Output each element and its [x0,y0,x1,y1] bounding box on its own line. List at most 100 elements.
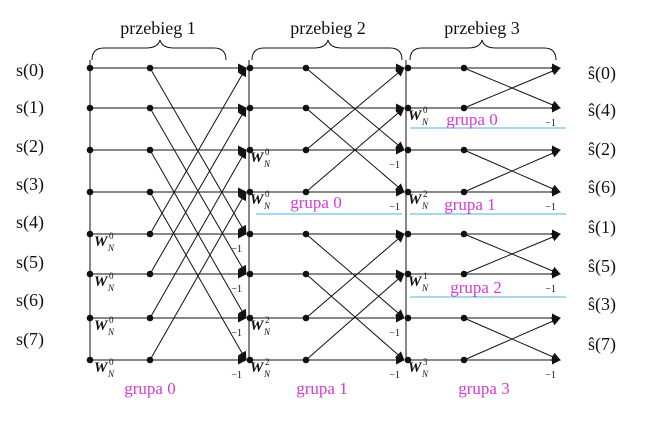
output-label-2: ŝ(2) [588,139,616,160]
group-label-stage3-0: grupa 0 [446,110,497,129]
node-s1-mid-7 [146,356,154,364]
node-s2-mid-7 [302,356,310,364]
twiddle-s3-0-sub: N [421,117,429,127]
input-label-6: s(6) [16,290,44,311]
minus-one-s2-7: −1 [389,370,400,381]
twiddle-s1-1-exponent: 0 [109,271,114,281]
node-s1-mid-0 [146,64,154,72]
node-s2-in-5 [246,270,254,278]
node-s2-mid-4 [302,230,310,238]
twiddle-s1-3-sub: N [107,369,115,379]
node-s2-mid-2 [302,146,310,154]
edge-s1-cross-4-0 [149,67,247,235]
butterfly-nodes [86,64,468,364]
twiddle-s3-3-base: W [408,360,423,376]
output-label-1: ŝ(4) [588,100,616,121]
node-s1-in-2 [86,146,94,154]
node-s2-mid-5 [302,270,310,278]
twiddle-s2-1-base: W [250,192,265,208]
group-label-stage2-bottom: grupa 1 [296,379,347,398]
output-label-7: ŝ(7) [588,334,616,355]
twiddle-s3-2-base: W [408,274,423,290]
node-s1-in-6 [86,314,94,322]
node-s2-mid-6 [302,314,310,322]
output-labels: ŝ(0) ŝ(4) ŝ(2) ŝ(6) ŝ(1) ŝ(5) ŝ(3) ŝ(7) [588,63,616,355]
twiddle-s1-3-base: W [94,360,109,376]
group-labels: grupa 0 grupa 0 grupa 1 grupa 0 grupa 1 … [124,110,509,398]
node-s3-mid-3 [460,188,468,196]
node-s2-in-7 [246,356,254,364]
edge-s3-cross-5-4 [463,232,561,275]
minus-one-labels: −1−1−1−1−1−1−1−1−1−1−1−1 [231,118,556,381]
input-labels: s(0) s(1) s(2) s(3) s(4) s(5) s(6) s(7) [16,60,44,350]
node-s3-mid-1 [460,104,468,112]
node-s1-in-4 [86,230,94,238]
pass-brace-3 [409,39,557,61]
stage-separators [89,60,407,360]
node-s2-in-1 [246,104,254,112]
node-s2-in-3 [246,188,254,196]
node-s1-mid-2 [146,146,154,154]
node-s1-in-1 [86,104,94,112]
output-label-4: ŝ(1) [588,217,616,238]
minus-one-s2-6: −1 [389,328,400,339]
pass-label-3: przebieg 3 [444,18,519,38]
node-s2-in-4 [246,230,254,238]
edge-s1-cross-7-3 [149,191,247,361]
twiddle-s2-0-exponent: 0 [265,147,270,157]
twiddle-s2-2-base: W [250,318,265,334]
butterfly-edges [90,63,561,365]
node-s3-in-5 [404,270,412,278]
node-s1-in-7 [86,356,94,364]
twiddle-s3-0-exponent: 0 [423,105,428,115]
twiddle-s1-2-base: W [94,318,109,334]
pass-label-1: przebieg 1 [120,18,195,38]
node-s3-mid-6 [460,314,468,322]
edge-s3-cross-3-2 [463,149,561,193]
node-s3-mid-0 [460,64,468,72]
twiddle-s1-2-exponent: 0 [109,315,114,325]
node-s2-in-6 [246,314,254,322]
twiddle-s3-1-exponent: 2 [423,189,428,199]
node-s2-in-0 [246,64,254,72]
edge-s2-cross-2-0 [305,67,405,151]
node-s1-mid-5 [146,270,154,278]
edge-s2-cross-7-5 [305,273,405,361]
edge-s3-cross-7-6 [463,317,561,361]
minus-one-s3-1: −1 [545,118,556,129]
node-s3-mid-7 [460,356,468,364]
edge-s1-cross-6-2 [149,149,247,319]
group-label-stage2-top: grupa 0 [290,193,341,212]
minus-one-s2-3: −1 [389,202,400,213]
output-label-5: ŝ(5) [588,256,616,277]
twiddle-s3-2-sub: N [421,283,429,293]
twiddle-s2-0-sub: N [263,159,271,169]
twiddle-s1-0-exponent: 0 [109,231,114,241]
node-s2-in-2 [246,146,254,154]
node-s1-mid-1 [146,104,154,112]
node-s1-mid-6 [146,314,154,322]
node-s1-in-3 [86,188,94,196]
node-s3-mid-5 [460,270,468,278]
node-s1-mid-4 [146,230,154,238]
node-s1-in-0 [86,64,94,72]
group-label-stage3-1: grupa 1 [444,195,495,214]
pass-brace-2 [251,39,403,61]
minus-one-s3-5: −1 [545,284,556,295]
twiddle-s3-3-exponent: 3 [423,357,428,367]
input-label-0: s(0) [16,60,44,81]
minus-one-s3-7: −1 [545,370,556,381]
input-label-2: s(2) [16,136,44,157]
twiddle-s1-2-sub: N [107,327,115,337]
